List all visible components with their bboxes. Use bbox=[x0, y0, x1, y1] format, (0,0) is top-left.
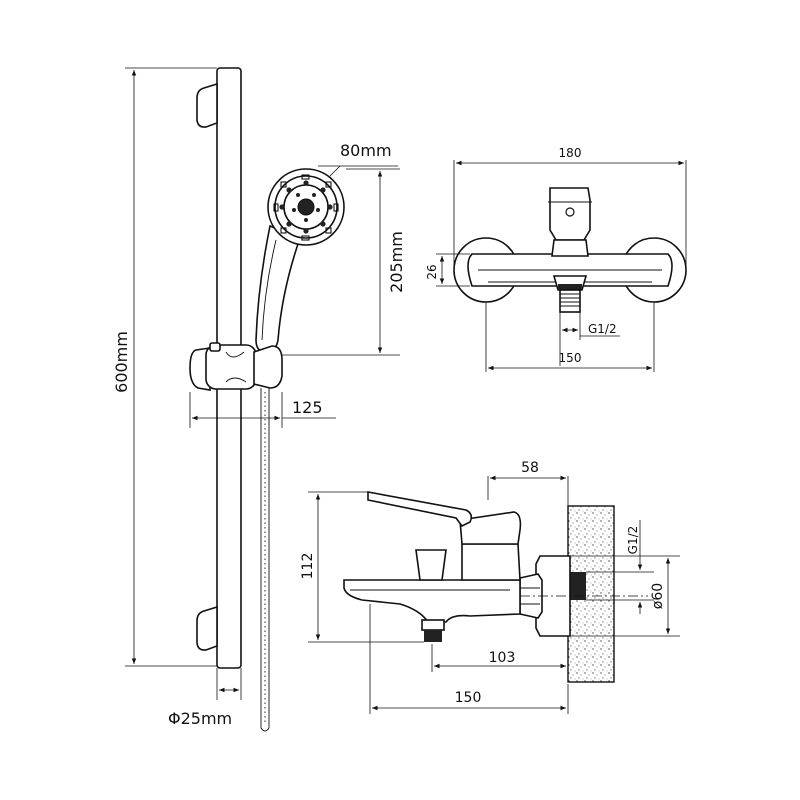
handset-length-label: 205mm bbox=[387, 231, 406, 293]
side-height-label: 112 bbox=[300, 553, 316, 580]
diverter-knob bbox=[415, 549, 447, 581]
top-depth-label: 26 bbox=[425, 264, 439, 279]
mixer-body-side bbox=[343, 579, 521, 623]
top-wall-bracket bbox=[196, 82, 218, 128]
top-centers-label: 150 bbox=[559, 351, 582, 365]
side-thread-label: G1/2 bbox=[626, 526, 640, 555]
slider-holder bbox=[189, 342, 283, 391]
top-thread-label: G1/2 bbox=[588, 322, 617, 336]
side-length-label: 150 bbox=[455, 690, 482, 706]
top-width-label: 180 bbox=[559, 146, 582, 160]
rail-height-label: 600mm bbox=[112, 331, 131, 393]
head-diameter-label: 80mm bbox=[340, 141, 392, 160]
hand-shower bbox=[255, 168, 345, 353]
shower-rail-assembly: 600mm 80mm 205mm 125 Φ25mm bbox=[112, 67, 406, 732]
cartridge-housing bbox=[461, 543, 521, 581]
side-flange-label: ø60 bbox=[650, 583, 666, 609]
side-handle-label: 58 bbox=[521, 460, 539, 476]
lever-top bbox=[548, 187, 592, 257]
bracket-offset-label: 125 bbox=[292, 398, 323, 417]
mixer-top-view: 180 26 G1/2 150 bbox=[425, 146, 687, 372]
side-spout-label: 103 bbox=[489, 650, 516, 666]
rail-diameter-label: Φ25mm bbox=[168, 709, 232, 728]
shower-hose bbox=[260, 388, 270, 732]
lever-side bbox=[367, 491, 473, 528]
bottom-wall-bracket bbox=[196, 605, 218, 651]
wall-connector bbox=[566, 572, 586, 600]
mixer-side-view: 58 112 G1/2 ø60 103 150 bbox=[300, 460, 680, 714]
